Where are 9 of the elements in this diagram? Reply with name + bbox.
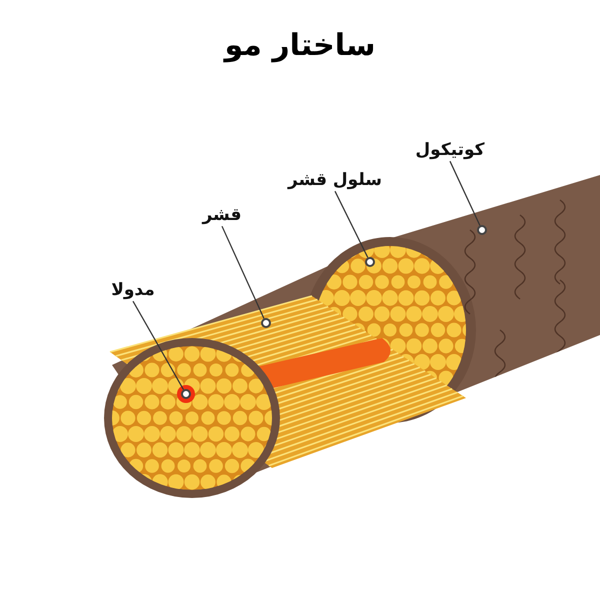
leader-line [449,160,480,226]
part-label: سلول قشر [288,170,382,190]
part-label: مدولا [111,280,155,300]
leader-line [221,226,264,319]
leader-line [132,300,184,390]
title: ساختار مو [222,28,376,63]
part-label: قشر [202,204,242,226]
leader-line [334,190,368,258]
part-label: کوتیکول [415,140,485,160]
